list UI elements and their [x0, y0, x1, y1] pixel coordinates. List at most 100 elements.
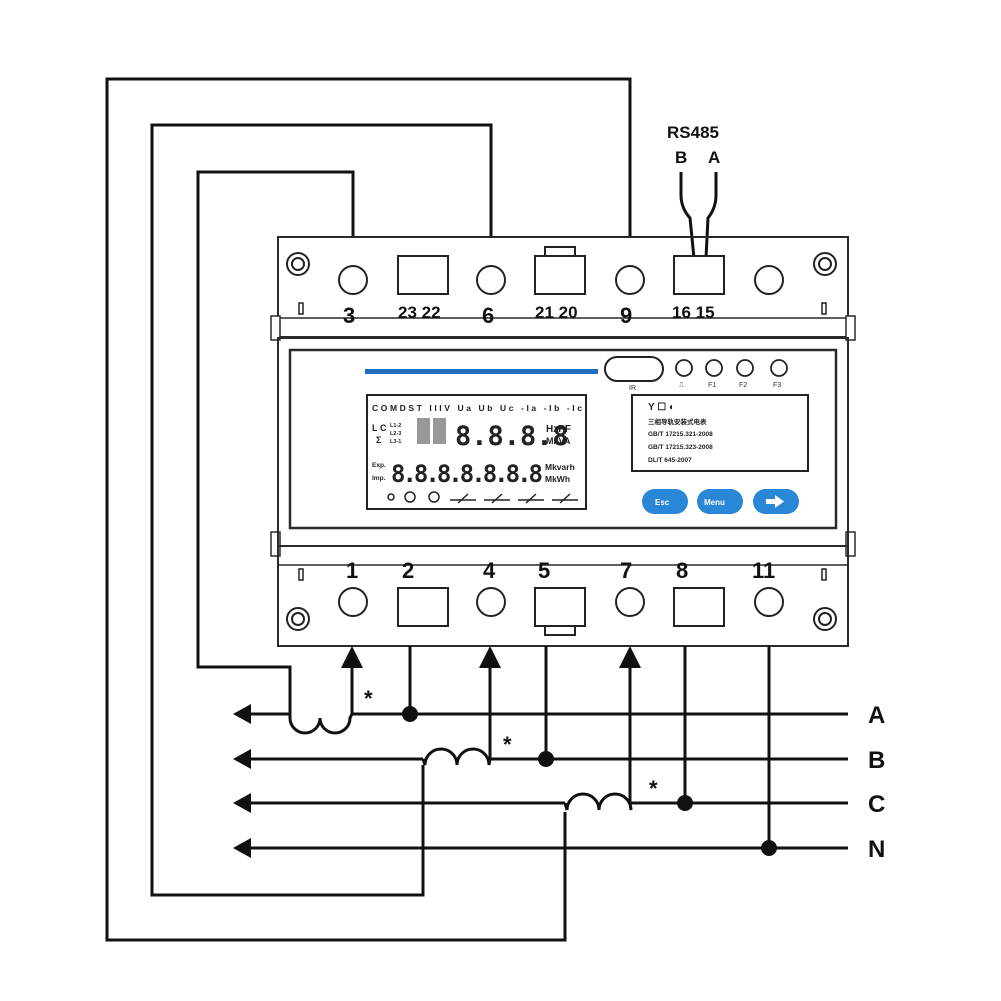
pulse-label: ⎍: [679, 382, 684, 389]
next-button[interactable]: [753, 489, 799, 514]
lcd-label-sigma: Σ: [376, 435, 382, 445]
esc-button-label: Esc: [655, 498, 670, 507]
lcd-energy-units2: MkWh: [545, 474, 570, 484]
ir-label: IR: [629, 385, 636, 392]
lcd-label-l12: L1-2: [390, 423, 401, 429]
junction-n-icon: [761, 840, 777, 856]
wire-terminal-6-loop: [150, 123, 493, 897]
lcd-label-imp: Imp.: [372, 475, 386, 482]
terminal-3-screw: [338, 265, 368, 295]
phase-lines: A B C N: [233, 702, 885, 863]
terminal-1-label: 1: [346, 558, 358, 583]
terminal-7-label: 7: [620, 558, 632, 583]
ct-wires: [105, 77, 632, 942]
terminal-1-screw: [338, 587, 368, 617]
lcd-status-icons: [387, 491, 578, 504]
junction-b-icon: [538, 751, 554, 767]
rs485-wire-a: [704, 172, 718, 259]
nameplate: Y ☐ ◐ 三相导轨安装式电表 GB/T 17215.321-2008 GB/T…: [631, 394, 809, 472]
phase-a-arrow-icon: [233, 704, 251, 724]
pulse-led-icon: [675, 359, 693, 377]
rs485-leads: RS485 B A: [667, 123, 720, 259]
accent-bar: [365, 369, 598, 374]
terminal-7-screw: [615, 587, 645, 617]
terminal-connections: * * *: [341, 646, 777, 856]
wire-terminal-9-loop: [105, 77, 632, 942]
polarity-mark-c: *: [649, 776, 658, 801]
terminal-5-label: 5: [538, 558, 550, 583]
terminal-4-arrow-icon: [479, 646, 501, 668]
energy-meter: 3 23 22 6 21 20 9 16 15 1 2 4 5 7 8 11 I…: [270, 236, 856, 647]
mounting-screw-icon: [286, 252, 837, 631]
neutral-arrow-icon: [233, 838, 251, 858]
nameplate-standard-3: DL/T 645-2007: [648, 457, 692, 464]
phase-b-arrow-icon: [233, 749, 251, 769]
lcd-label-c: C: [380, 423, 387, 433]
nameplate-standard-2: GB/T 17215.323-2008: [648, 444, 713, 451]
phase-n-label: N: [868, 836, 885, 863]
wire-terminal-3-loop: [196, 170, 355, 715]
terminal-4-label: 4: [483, 558, 496, 583]
ct-c-coil: [563, 792, 633, 811]
ir-window: [604, 356, 664, 382]
rs485-wire-b: [679, 172, 696, 259]
polarity-mark-b: *: [503, 732, 512, 757]
terminal-9-label: 9: [620, 303, 632, 328]
ct-a-coil: [288, 713, 354, 735]
terminal-8-block: [673, 587, 725, 627]
ct-b-coil: [421, 747, 492, 766]
f3-label: F3: [773, 382, 781, 389]
lcd-label-l31: L3-1: [390, 439, 401, 445]
terminal-6-screw: [476, 265, 506, 295]
lcd-label-l: L: [372, 423, 378, 433]
current-transformers: [288, 713, 633, 811]
arrow-right-icon: [766, 495, 784, 508]
menu-button-label: Menu: [704, 498, 725, 507]
f2-label: F2: [739, 382, 747, 389]
esc-button[interactable]: Esc: [642, 489, 688, 514]
phase-c-arrow-icon: [233, 793, 251, 813]
terminal-16-15-block: [673, 255, 725, 295]
terminal-2-label: 2: [402, 558, 414, 583]
terminal-8-label: 8: [676, 558, 688, 583]
lcd-main-units: HzPF: [546, 424, 571, 435]
lcd-energy-digits: 8.8.8.8.8.8.8: [391, 460, 543, 488]
lcd-label-exp: Exp.: [372, 462, 386, 469]
rs485-label: RS485: [667, 123, 719, 142]
terminal-21-20-label: 21 20: [535, 303, 578, 322]
terminal-5-block: [534, 587, 586, 627]
terminal-23-22-block: [397, 255, 449, 295]
lcd-main-units2: MkVA: [546, 436, 571, 446]
junction-c-icon: [677, 795, 693, 811]
terminal-6-label: 6: [482, 303, 494, 328]
terminal-3-label: 3: [343, 303, 355, 328]
terminal-16-15-label: 16 15: [672, 303, 715, 322]
lcd-label-l23: L2-3: [390, 431, 401, 437]
phase-b-label: B: [868, 747, 885, 774]
f1-label: F1: [708, 382, 716, 389]
terminal-2-block: [397, 587, 449, 627]
terminal-23-22-label: 23 22: [398, 303, 441, 322]
terminal-11-screw: [754, 587, 784, 617]
f1-led-icon: [705, 359, 723, 377]
phase-c-label: C: [868, 791, 885, 818]
terminal-4-screw: [476, 587, 506, 617]
terminal-7-arrow-icon: [619, 646, 641, 668]
phase-a-label: A: [868, 702, 885, 729]
junction-a-icon: [402, 706, 418, 722]
f2-led-icon: [736, 359, 754, 377]
terminal-1-arrow-icon: [341, 646, 363, 668]
polarity-mark-a: *: [364, 686, 373, 711]
f3-led-icon: [770, 359, 788, 377]
menu-button[interactable]: Menu: [697, 489, 743, 514]
terminal-11-label: 11: [752, 558, 775, 583]
bottom-terminal-block: [277, 545, 849, 647]
rs485-pin-b-label: B: [675, 148, 687, 167]
terminal-21-20-block: [534, 255, 586, 295]
lcd-display: COMDST IIIV Ua Ub Uc -Ia -Ib -Ic L C Σ L…: [366, 394, 587, 510]
nameplate-title: 三相导轨安装式电表: [648, 417, 707, 426]
nameplate-icons: Y ☐ ◐: [648, 402, 675, 413]
nameplate-standard-1: GB/T 17215.321-2008: [648, 431, 713, 438]
lcd-energy-units: Mkvarh: [545, 462, 575, 472]
